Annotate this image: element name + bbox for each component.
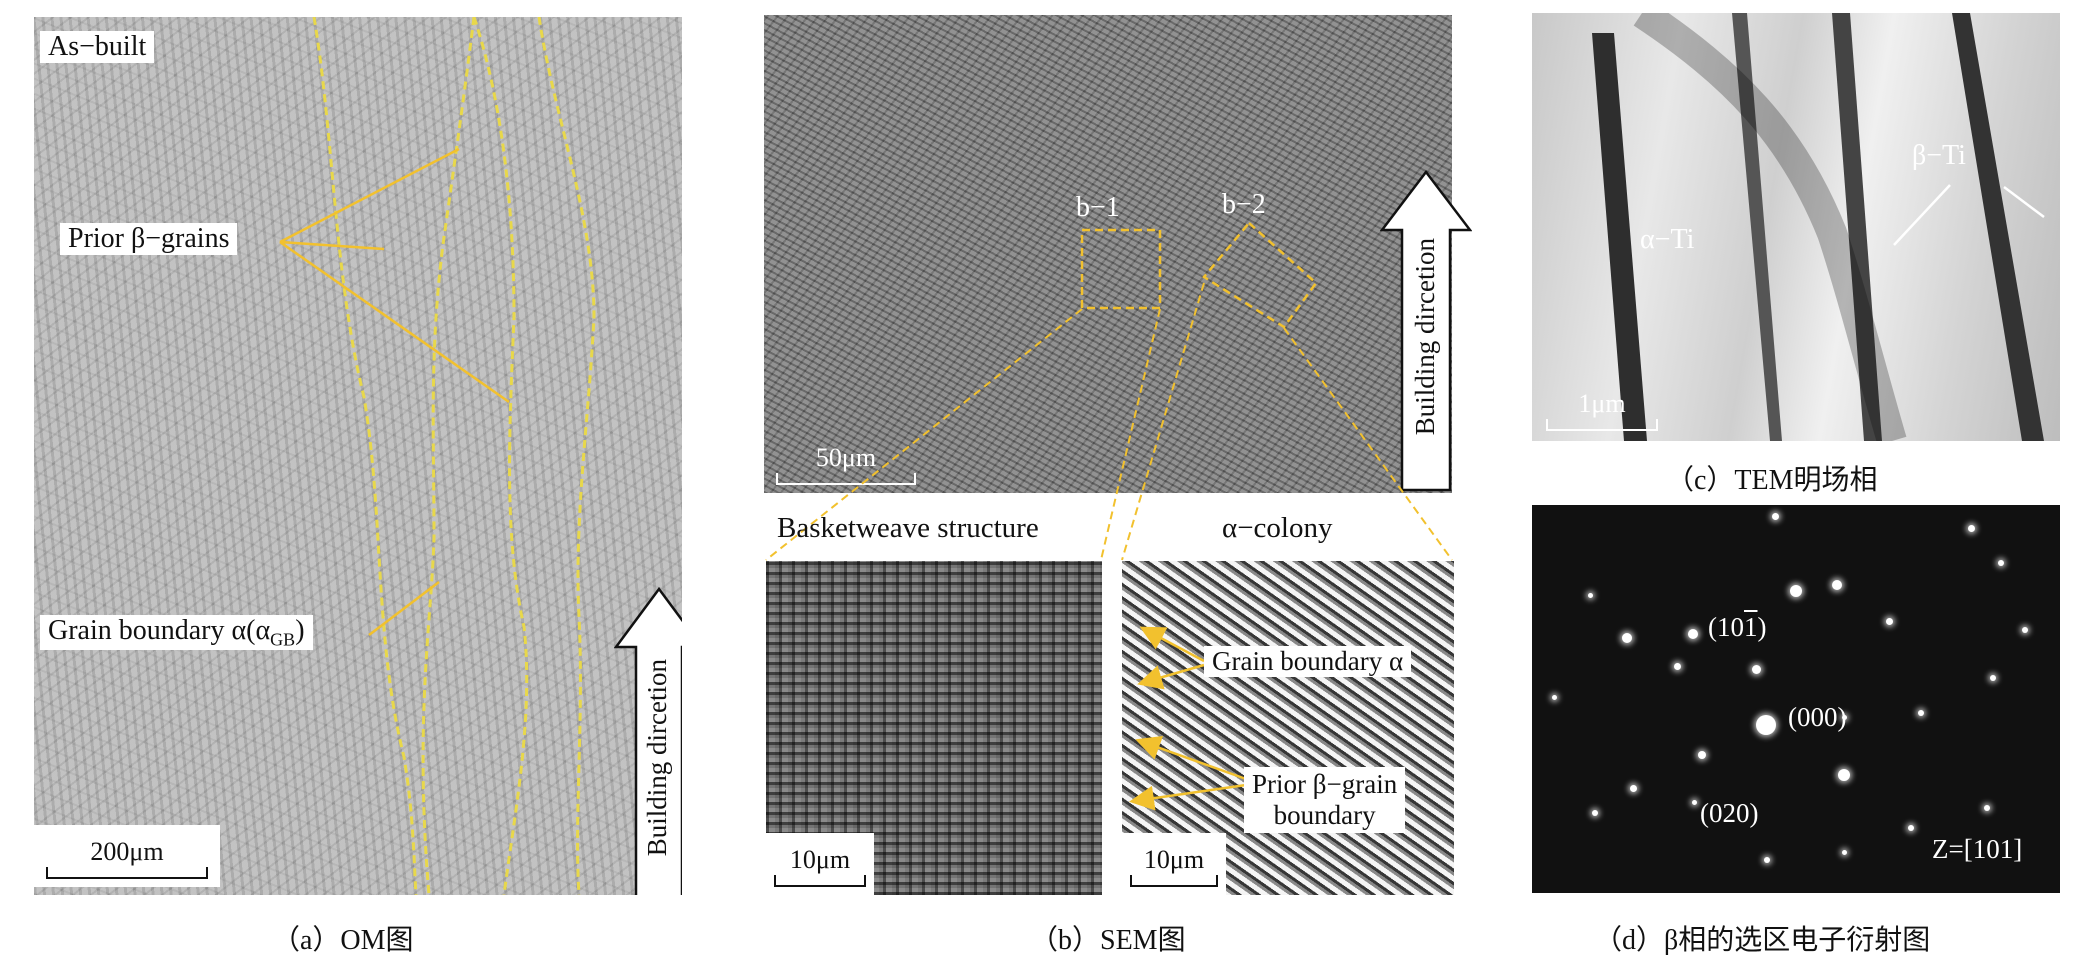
region-b1-label: b−1 xyxy=(1076,192,1120,223)
spot-label-101-bar: 1 xyxy=(1744,612,1758,642)
caption-d: （d）β相的选区电子衍射图 xyxy=(1594,925,1931,956)
scale-bar-colony-line xyxy=(1130,875,1218,887)
diffraction-spot xyxy=(1588,593,1593,598)
scale-bar-sem-main: 50μm xyxy=(776,435,916,485)
prior-beta-grain-line2: boundary xyxy=(1273,800,1376,831)
diffraction-spot-101 xyxy=(1688,629,1698,639)
prior-beta-grain-line1: Prior β−grain xyxy=(1252,769,1398,799)
diffraction-spot xyxy=(1984,805,1990,811)
region-b2-label: b−2 xyxy=(1222,189,1266,220)
caption-c: （c）TEM明场相 xyxy=(1666,465,1878,496)
caption-a: （a）OM图 xyxy=(272,925,414,956)
diffraction-spot xyxy=(1552,695,1557,700)
diffraction-spot xyxy=(1698,751,1706,759)
prior-beta-boundary-lines xyxy=(279,17,596,895)
scale-bar-colony-text: 10μm xyxy=(1143,845,1205,875)
diffraction-spot xyxy=(1998,560,2004,566)
scale-bar-tem: 1μm xyxy=(1546,381,1658,431)
diffraction-spot xyxy=(1630,785,1637,792)
tem-laths xyxy=(1592,13,2045,441)
sem-micrograph-main: b−1 b−2 50μm xyxy=(764,15,1452,493)
diffraction-spot xyxy=(1832,580,1842,590)
scale-bar-tem-text: 1μm xyxy=(1578,389,1626,418)
diffraction-spot xyxy=(1692,800,1697,805)
scale-bar-colony: 10μm xyxy=(1122,833,1226,895)
scale-bar-basketweave: 10μm xyxy=(766,833,874,895)
building-direction-arrow-b: Building dircetion xyxy=(1380,170,1472,492)
colony-arrows xyxy=(1129,626,1247,811)
alpha-colony-title: α−colony xyxy=(1222,512,1333,544)
diffraction-spot xyxy=(1908,825,1914,831)
diffraction-spot xyxy=(1842,850,1847,855)
diffraction-spot xyxy=(1886,618,1893,625)
sem-basketweave-zoom: 10μm xyxy=(766,561,1102,895)
prior-beta-grains-label: Prior β−grains xyxy=(60,223,238,256)
saed-pattern: (101) (000) (020) Z=[101] xyxy=(1532,505,2060,893)
scale-bar-basketweave-line xyxy=(774,875,866,887)
basketweave-title: Basketweave structure xyxy=(777,512,1039,544)
as-built-label: As−built xyxy=(40,31,155,64)
caption-b: （b）SEM图 xyxy=(1030,925,1186,956)
prior-beta-grain-boundary-label: Prior β−grain boundary xyxy=(1244,767,1406,834)
diffraction-spot xyxy=(1990,675,1996,681)
spot-label-101-text: (10 xyxy=(1708,612,1744,642)
grain-boundary-alpha-subscript: GB xyxy=(270,629,296,650)
grain-boundary-alpha-text: Grain boundary α(α xyxy=(48,615,271,646)
sem-colony-zoom: Grain boundary α Prior β−grain boundary … xyxy=(1122,561,1454,895)
diffraction-spot xyxy=(1622,633,1632,643)
scale-bar-om: 200μm xyxy=(34,825,220,887)
scale-bar-tem-line xyxy=(1546,419,1658,431)
grain-boundary-alpha-label: Grain boundary α(αGB) xyxy=(40,615,313,651)
diffraction-spot-000 xyxy=(1756,715,1776,735)
spot-label-101: (101) xyxy=(1708,612,1767,643)
om-micrograph: As−built Prior β−grains Grain boundary α… xyxy=(34,17,682,895)
grain-boundary-alpha-close: ) xyxy=(295,615,305,646)
grain-boundary-alpha-label-b: Grain boundary α xyxy=(1204,646,1412,678)
beta-ti-label: β−Ti xyxy=(1912,140,1966,171)
zone-axis-label: Z=[101] xyxy=(1932,834,2023,864)
diffraction-spot xyxy=(1968,525,1975,532)
diffraction-spot xyxy=(1842,715,1847,720)
diffraction-spot xyxy=(1592,810,1598,816)
diffraction-spot xyxy=(1674,663,1681,670)
scale-bar-om-text: 200μm xyxy=(90,837,164,867)
diffraction-spot xyxy=(1790,585,1802,597)
building-direction-arrow-a: Building dircetion xyxy=(614,587,682,895)
spot-label-101-close: ) xyxy=(1757,612,1767,642)
spot-label-020: (020) xyxy=(1700,798,1759,828)
diffraction-spot xyxy=(1764,857,1770,863)
scale-bar-basketweave-text: 10μm xyxy=(789,845,851,875)
diffraction-spot xyxy=(2022,627,2028,633)
tem-bright-field: α−Ti β−Ti 1μm xyxy=(1532,13,2060,441)
diffraction-spot xyxy=(1918,710,1924,716)
scale-bar-sem-main-line xyxy=(776,473,916,485)
scale-bar-om-line xyxy=(46,867,208,879)
diffraction-spot-020 xyxy=(1838,769,1850,781)
scale-bar-sem-main-text: 50μm xyxy=(815,443,877,472)
spot-label-000: (000) xyxy=(1788,702,1847,732)
diffraction-spot xyxy=(1752,665,1761,674)
region-boxes xyxy=(1080,221,1318,329)
diffraction-spot xyxy=(1772,513,1779,520)
alpha-ti-label: α−Ti xyxy=(1640,224,1695,255)
